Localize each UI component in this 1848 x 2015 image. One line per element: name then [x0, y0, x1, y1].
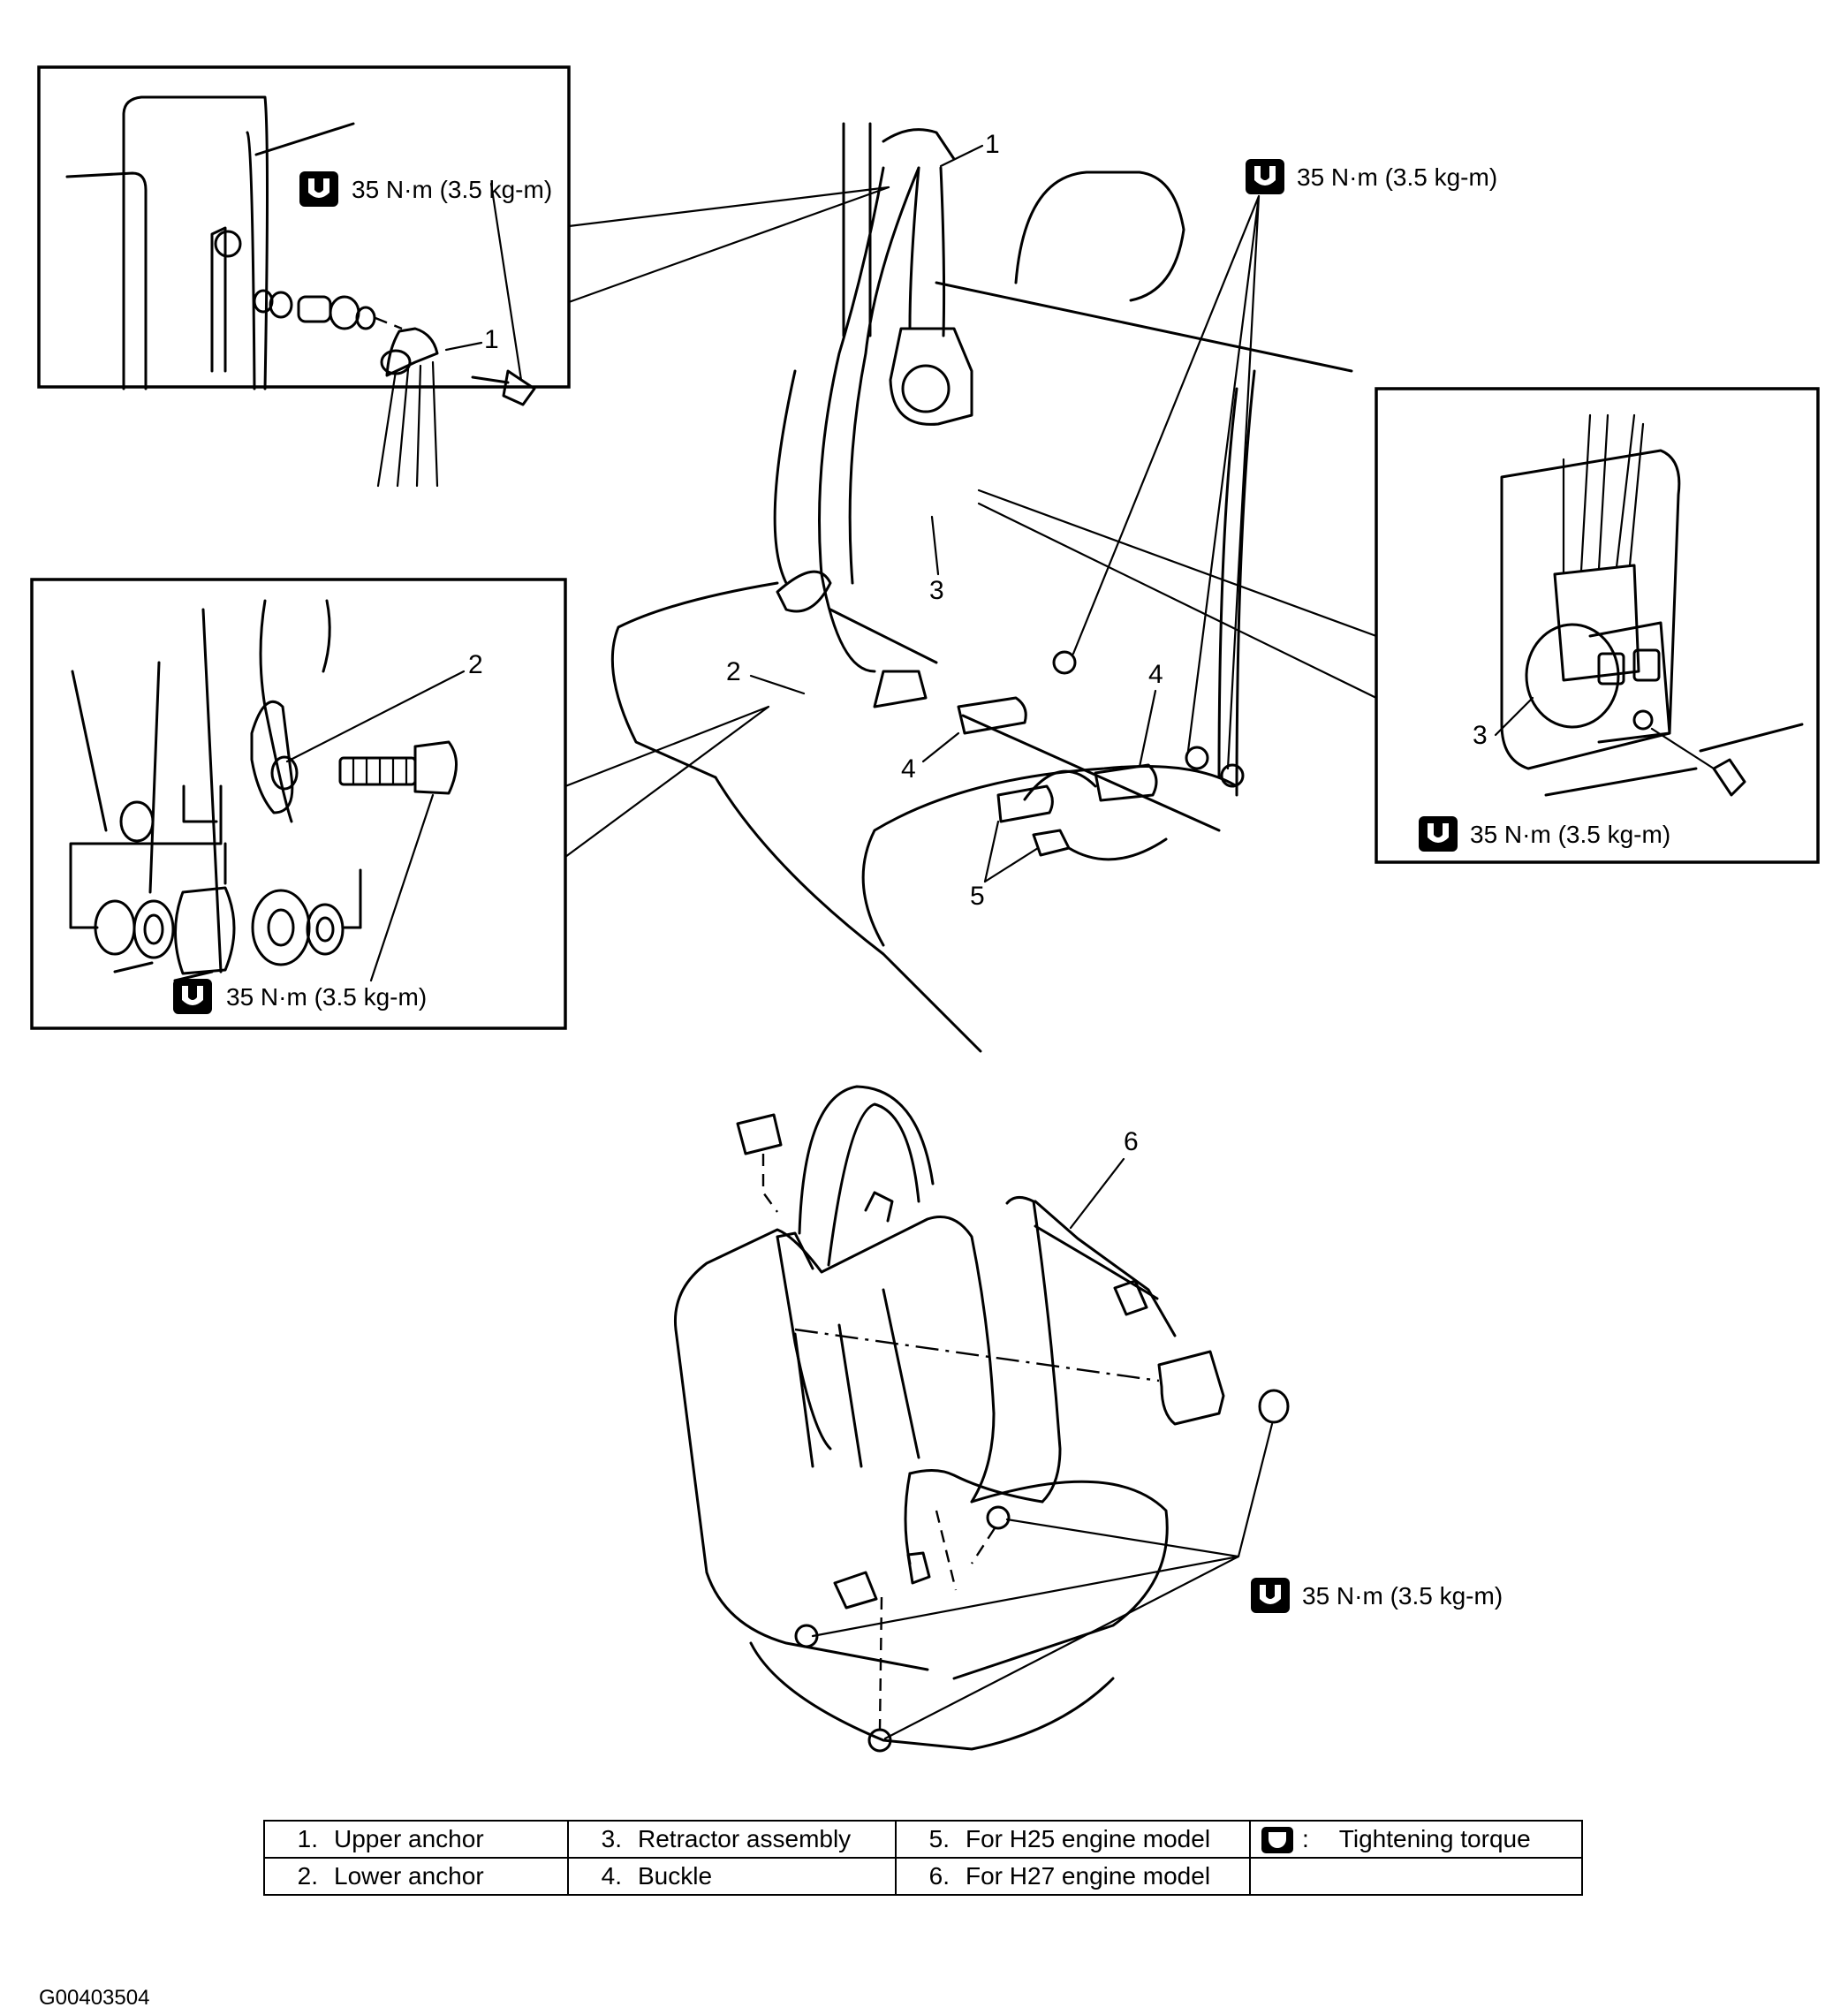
callout-upper-anchor: 1: [985, 130, 1000, 159]
legend-tightening-torque: Tightening torque: [1338, 1824, 1531, 1852]
upper-anchor-torque: 35 N·m (3.5 kg-m): [352, 176, 552, 203]
callout-upper-anchor-detail: 1: [484, 325, 499, 354]
legend-row: 2.Lower anchor 4.Buckle 6.For H27 engine…: [263, 1857, 1583, 1896]
callout-retractor: 3: [929, 576, 944, 605]
callout-lower-anchor: 2: [726, 657, 741, 686]
front-seat-belt-assembly: 1 3 2 4 4 5 35 N·m (3.5 kg-m): [610, 122, 1497, 1053]
legend-buckle: Buckle: [638, 1862, 713, 1890]
callout-lower-anchor-detail: 2: [468, 650, 483, 679]
callout-buckle-left: 4: [901, 754, 916, 784]
legend-cell: 5.For H25 engine model: [895, 1820, 1251, 1859]
legend-h25-engine: For H25 engine model: [966, 1825, 1211, 1852]
retractor-detail: 3 35 N·m (3.5 kg-m): [1375, 387, 1820, 864]
tightening-torque-icon: [1261, 1827, 1293, 1854]
legend-cell: 4.Buckle: [567, 1857, 897, 1896]
floor-anchor-torque: 35 N·m (3.5 kg-m): [1297, 163, 1497, 191]
legend-lower-anchor: Lower anchor: [334, 1862, 484, 1890]
legend-h27-engine: For H27 engine model: [966, 1862, 1211, 1890]
figure-id: G00403504: [39, 1986, 150, 2010]
legend-cell: 2.Lower anchor: [263, 1857, 569, 1896]
upper-anchor-detail: 35 N·m (3.5 kg-m) 1: [37, 65, 571, 488]
h27-seat-belt-assembly: 6 35 N·m (3.5 kg-m): [673, 1085, 1503, 1753]
legend-empty-cell: [1249, 1857, 1583, 1896]
callout-retractor-detail: 3: [1473, 721, 1488, 750]
legend-cell: 3.Retractor assembly: [567, 1820, 897, 1859]
callout-h25: 5: [970, 882, 985, 911]
h27-torque: 35 N·m (3.5 kg-m): [1302, 1582, 1503, 1610]
lower-anchor-detail: 35 N·m (3.5 kg-m) 2: [30, 578, 567, 1030]
legend-row: 1.Upper anchor 3.Retractor assembly 5.Fo…: [263, 1820, 1583, 1859]
legend-cell: :Tightening torque: [1249, 1820, 1583, 1859]
legend-retractor-assembly: Retractor assembly: [638, 1825, 852, 1852]
retractor-torque: 35 N·m (3.5 kg-m): [1470, 821, 1670, 848]
legend-cell: 1.Upper anchor: [263, 1820, 569, 1859]
callout-buckle-right: 4: [1148, 660, 1163, 689]
legend-cell: 6.For H27 engine model: [895, 1857, 1251, 1896]
lower-anchor-torque: 35 N·m (3.5 kg-m): [226, 983, 427, 1011]
callout-h27: 6: [1124, 1127, 1139, 1156]
legend-table: 1.Upper anchor 3.Retractor assembly 5.Fo…: [263, 1820, 1583, 1896]
legend-upper-anchor: Upper anchor: [334, 1825, 484, 1852]
